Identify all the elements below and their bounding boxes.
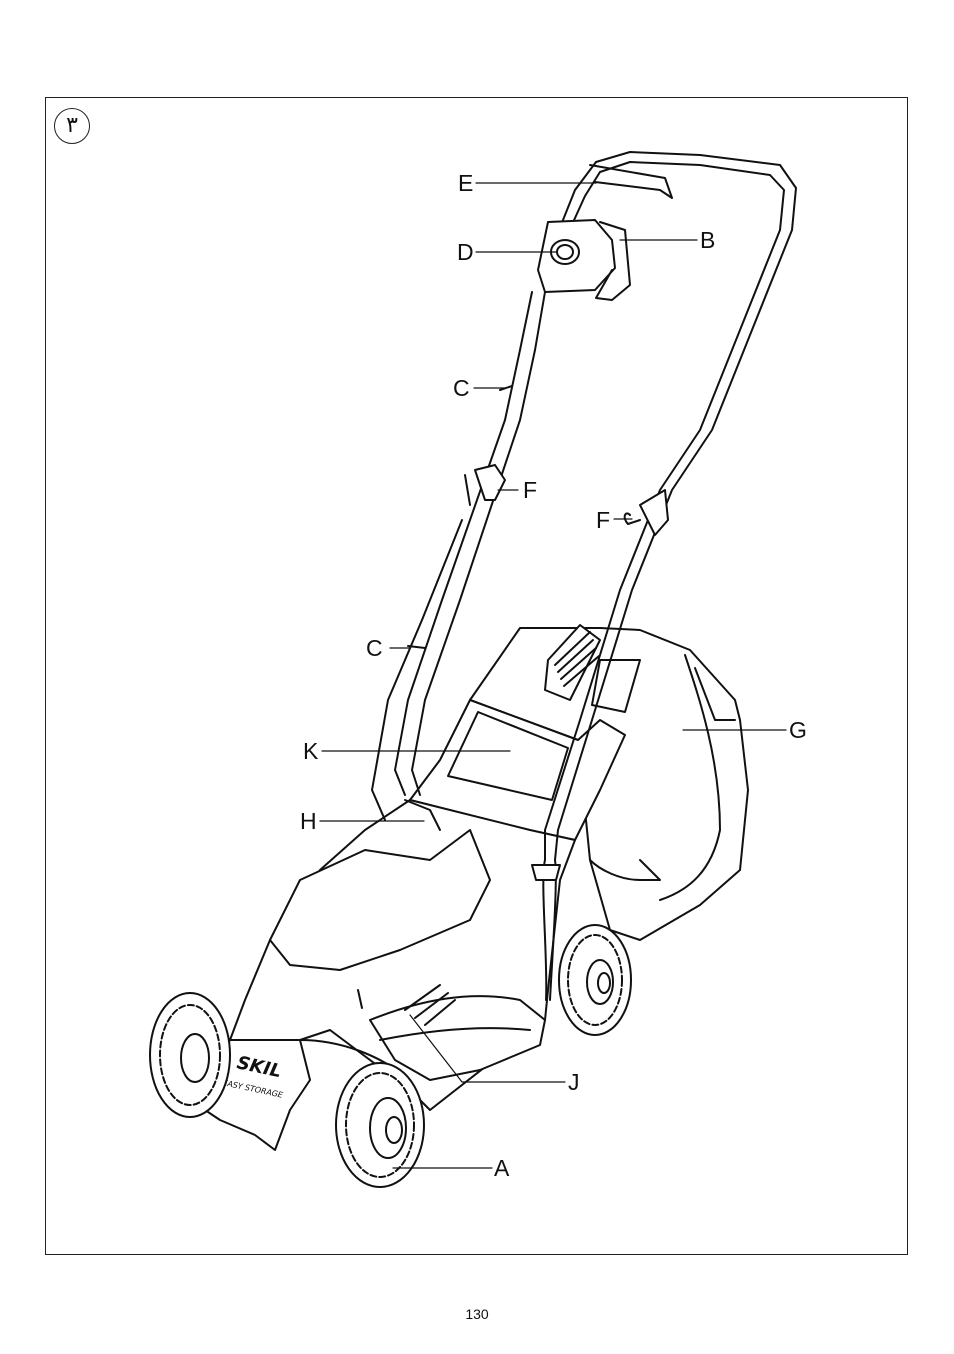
callout-J: J [568, 1069, 580, 1095]
page-number: 130 [0, 1306, 954, 1322]
callout-B: B [700, 227, 715, 253]
switch-box [538, 165, 672, 300]
callout-G: G [789, 717, 807, 743]
callout-H: H [300, 808, 317, 834]
wheel-front-left [150, 993, 230, 1117]
wheel-rear-right [559, 925, 631, 1035]
callout-C-upper: C [453, 375, 470, 401]
callout-C-lower: C [366, 635, 383, 661]
callout-F-left: F [523, 477, 537, 503]
callout-K: K [303, 738, 319, 764]
callout-A: A [494, 1155, 510, 1181]
callout-E: E [458, 170, 473, 196]
callout-F-right: F [596, 507, 610, 533]
callout-D: D [457, 239, 474, 265]
